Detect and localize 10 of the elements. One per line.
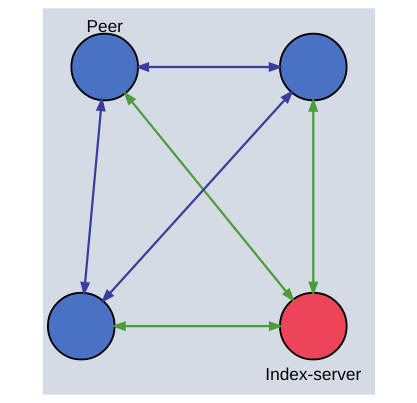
arrow: [80, 96, 106, 296]
node-circle: [46, 292, 115, 360]
arrow: [110, 321, 283, 332]
node-circle: [278, 292, 348, 360]
node-label: Peer: [86, 16, 122, 36]
node-circle: [278, 32, 348, 102]
node-label: Index-server: [264, 364, 361, 384]
node-circle: [70, 32, 138, 102]
arrow: [134, 62, 283, 72]
arrow: [308, 97, 318, 296]
